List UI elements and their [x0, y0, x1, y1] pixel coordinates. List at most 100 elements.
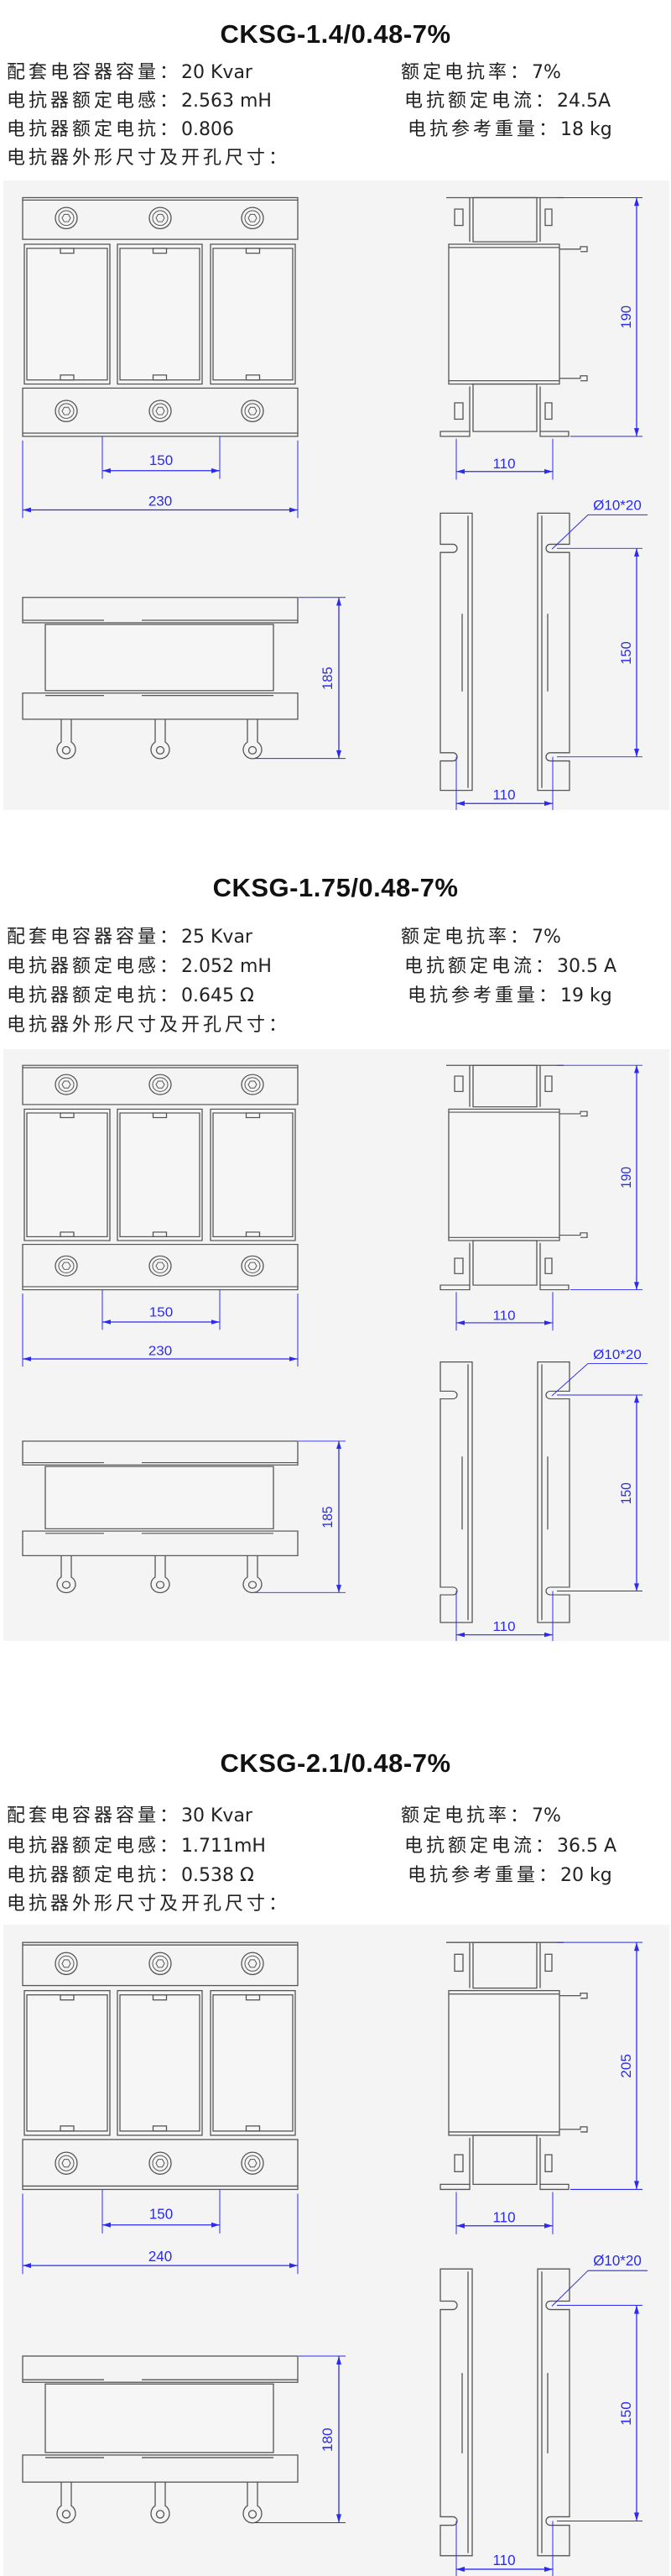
- spec-inductance-value: 2.563 mH: [181, 91, 272, 112]
- spec-dimensions-heading: 电抗器外形尺寸及开孔尺寸：: [7, 1010, 290, 1037]
- product-model-title: CKSG-2.1/0.48-7%: [220, 1748, 451, 1778]
- spec-capacity-label: 配套电容器容量：: [7, 1805, 182, 1826]
- elevation-dimensions: 180: [255, 2355, 346, 2524]
- spec-weight: 电抗参考重量：18 kg: [408, 114, 612, 141]
- spec-weight-value: 18 kg: [560, 119, 612, 140]
- bolt-icon: [148, 400, 172, 422]
- terminal-lug: [150, 1555, 170, 1594]
- spec-reactance-rate: 额定电抗率：7%: [401, 1800, 561, 1827]
- front-view: [22, 1941, 299, 2191]
- spec-rated-current-label: 电抗额定电流：: [404, 956, 558, 977]
- bolt-icon: [55, 1952, 78, 1976]
- terminal-lug: [56, 2482, 76, 2524]
- spec-dimensions-heading: 电抗器外形尺寸及开孔尺寸：: [7, 143, 290, 170]
- bolt-icon: [241, 1255, 264, 1277]
- spec-rated-current: 电抗额定电流：36.5 A: [404, 1831, 616, 1858]
- bolt-icon: [241, 206, 264, 230]
- spec-rated-current-value: 30.5 A: [557, 956, 617, 977]
- spec-reactance-value: 0.645 Ω: [181, 985, 254, 1006]
- bolt-icon: [55, 1255, 78, 1277]
- bolt-icon: [55, 2151, 78, 2175]
- spec-capacity-value: 30 Kvar: [181, 1805, 252, 1826]
- dimension-mount_width: 110: [492, 787, 515, 803]
- spec-capacity: 配套电容器容量：25 Kvar: [7, 922, 252, 948]
- coil: [210, 1989, 296, 2136]
- dimension-mount_spacing: 150: [618, 641, 634, 665]
- spec-rated-current-label: 电抗额定电流：: [404, 1836, 558, 1857]
- spec-rated-current: 电抗额定电流：30.5 A: [404, 951, 616, 978]
- mounting-rails: [440, 1361, 570, 1623]
- spec-reactance-rate-value: 7%: [532, 62, 561, 83]
- coil: [23, 1108, 111, 1241]
- spec-rated-current-label: 电抗额定电流：: [404, 91, 558, 112]
- hole-size-label: Ø10*20: [593, 498, 642, 514]
- spec-rated-current: 电抗额定电流：24.5A: [404, 86, 611, 112]
- dimension-front_height: 185: [320, 666, 336, 690]
- spec-inductance-label: 电抗器额定电感：: [7, 956, 182, 977]
- spec-reactance-label: 电抗器额定电抗：: [7, 985, 182, 1006]
- spec-inductance: 电抗器额定电感：2.563 mH: [7, 86, 272, 112]
- product-model-title: CKSG-1.75/0.48-7%: [212, 873, 459, 902]
- dimension-side_height: 190: [618, 1167, 634, 1189]
- bolt-icon: [148, 2151, 172, 2175]
- terminal-lug: [56, 1555, 76, 1594]
- dimension-mount_spacing: 150: [618, 2401, 634, 2426]
- spec-reactance-rate: 额定电抗率：7%: [401, 922, 561, 948]
- spec-rated-current-value: 36.5 A: [557, 1836, 617, 1857]
- coil: [23, 1989, 111, 2136]
- mounting-dimensions: Ø10*20 150 110: [455, 498, 648, 810]
- hole-size-label: Ø10*20: [593, 1348, 642, 1362]
- spec-inductance-label: 电抗器额定电感：: [7, 91, 182, 112]
- spec-dimensions-heading: 电抗器外形尺寸及开孔尺寸：: [7, 1889, 290, 1915]
- spec-reactance: 电抗器额定电抗：0.806: [7, 114, 234, 141]
- spec-capacity: 配套电容器容量：20 Kvar: [7, 57, 252, 84]
- bolt-icon: [55, 1074, 78, 1095]
- spec-weight: 电抗参考重量：20 kg: [408, 1860, 612, 1887]
- terminal-lug: [150, 718, 170, 760]
- side-view: [440, 196, 588, 437]
- spec-reactance-rate-label: 额定电抗率：: [401, 62, 533, 83]
- spec-reactance-label: 电抗器额定电抗：: [7, 1865, 182, 1886]
- coil: [117, 1989, 203, 2136]
- spec-inductance-value: 2.052 mH: [181, 956, 272, 977]
- terminal-lug: [242, 718, 263, 760]
- mounting-rails: [440, 2268, 570, 2557]
- spec-reactance-rate: 额定电抗率：7%: [401, 57, 561, 84]
- coil: [117, 243, 203, 385]
- spec-reactance-value: 0.538 Ω: [181, 1865, 254, 1886]
- spec-weight-value: 19 kg: [560, 985, 612, 1006]
- elevation-dimensions: 185: [255, 597, 346, 760]
- elevation-view: [22, 597, 299, 760]
- spec-reactance: 电抗器额定电抗：0.538 Ω: [7, 1860, 254, 1887]
- dimension-front_height: 185: [320, 1507, 336, 1528]
- mounting-rails: [440, 512, 570, 792]
- dimension-total_width: 230: [148, 494, 172, 509]
- spec-reactance-rate-label: 额定电抗率：: [401, 1805, 533, 1826]
- bolt-icon: [241, 2151, 264, 2175]
- spec-capacity-label: 配套电容器容量：: [7, 927, 182, 948]
- spec-dimensions-heading-label: 电抗器外形尺寸及开孔尺寸：: [7, 1894, 291, 1915]
- dimension-side_height: 205: [618, 2054, 634, 2078]
- elevation-view: [22, 2355, 299, 2524]
- dimension-mount_spacing: 150: [618, 1482, 634, 1504]
- front-view: [22, 1064, 299, 1291]
- side-view: [440, 1941, 588, 2191]
- bolt-icon: [55, 400, 78, 422]
- dimension-total_width: 240: [148, 2249, 172, 2265]
- spec-inductance: 电抗器额定电感：1.711mH: [7, 1831, 266, 1858]
- dimension-bolt_spacing: 150: [149, 1305, 173, 1319]
- spec-capacity-value: 20 Kvar: [181, 62, 252, 83]
- elevation-view: [22, 1440, 299, 1594]
- spec-weight-label: 电抗参考重量：: [408, 1865, 561, 1886]
- dimension-mount_width: 110: [492, 2552, 515, 2568]
- terminal-lug: [242, 2482, 263, 2524]
- dimension-front_height: 180: [320, 2427, 336, 2452]
